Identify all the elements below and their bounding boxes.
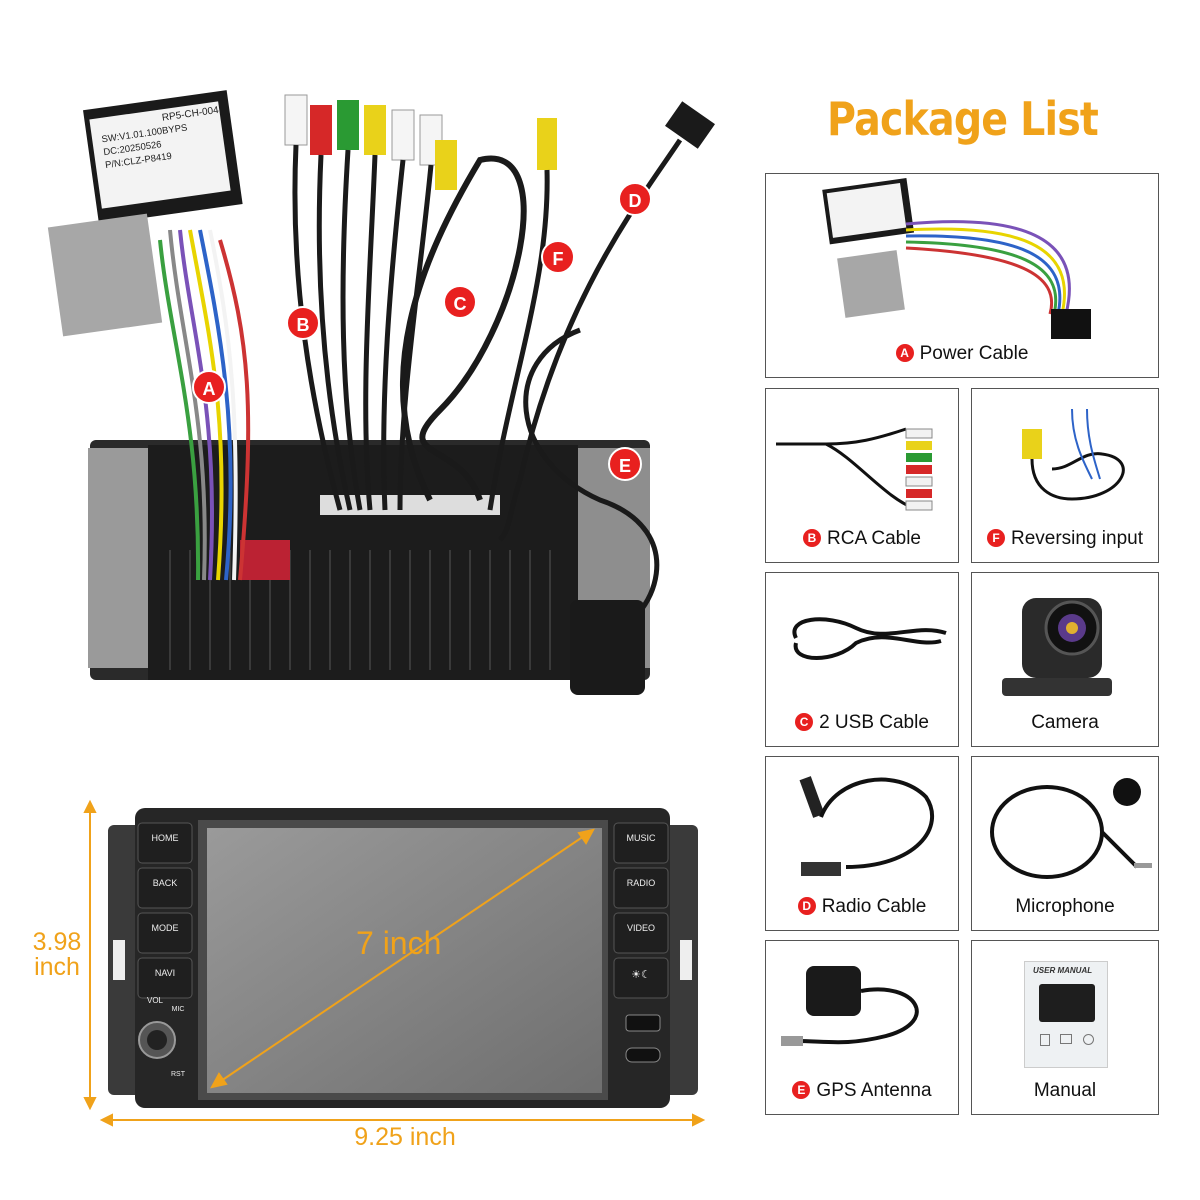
- callout-b: B: [286, 306, 320, 340]
- reversing-input-label: Reversing input: [1010, 528, 1144, 549]
- navi-key[interactable]: NAVI: [154, 968, 176, 978]
- width-label: 9.25 inch: [354, 1123, 456, 1151]
- gps-antenna-label: GPS Antenna: [816, 1080, 932, 1101]
- power-cable-label: Power Cable: [919, 343, 1029, 364]
- gps-antenna-badge: E: [792, 1081, 811, 1099]
- reversing-input-badge: F: [986, 529, 1005, 547]
- radio-cable-caption: D Radio Cable: [766, 896, 958, 918]
- manual-wheel-icon: [1082, 1034, 1094, 1045]
- gps-antenna-image: [781, 966, 919, 1046]
- radio-key[interactable]: RADIO: [626, 878, 656, 888]
- camera-image: [1002, 598, 1112, 696]
- mode-key[interactable]: MODE: [151, 923, 179, 933]
- callout-d: D: [618, 182, 652, 216]
- wiring-illustration: [47, 90, 715, 695]
- camera-caption: Camera: [1031, 712, 1099, 733]
- callout-a: A: [192, 370, 226, 404]
- screen-size-label: 7 inch: [356, 925, 442, 961]
- item-microphone: Microphone: [971, 756, 1159, 931]
- microphone-image: [990, 778, 1152, 879]
- callout-e: E: [608, 447, 642, 481]
- usb-cable-caption: C 2 USB Cable: [766, 712, 958, 734]
- item-usb-cable: C 2 USB Cable: [765, 572, 959, 747]
- rca-cable-label: RCA Cable: [827, 528, 921, 549]
- manual-cover: USER MANUAL: [1024, 961, 1108, 1068]
- manual-phone-icon: [1040, 1034, 1051, 1046]
- power-cable-badge: A: [895, 344, 914, 362]
- rca-cable-badge: B: [803, 529, 821, 547]
- music-key[interactable]: MUSIC: [626, 833, 656, 843]
- reversing-input-caption: F Reversing input: [972, 528, 1158, 550]
- head-unit-illustration: [83, 799, 706, 1127]
- home-key[interactable]: HOME: [151, 833, 179, 843]
- head-unit-diagram: HOME BACK MODE NAVI MUSIC RADIO VIDEO ☀☾…: [0, 790, 740, 1170]
- rst-label: RST: [171, 1071, 185, 1078]
- video-key[interactable]: VIDEO: [626, 923, 655, 933]
- package-list-title: Package List: [827, 92, 1099, 146]
- item-manual: USER MANUAL Manual: [971, 940, 1159, 1115]
- height-label: 3.98 inch: [22, 930, 92, 980]
- back-key[interactable]: BACK: [152, 878, 178, 888]
- vol-label: VOL: [146, 996, 163, 1005]
- reversing-input-image: [1022, 408, 1125, 501]
- rca-cable-image: [776, 427, 933, 511]
- microphone-caption: Microphone: [1015, 896, 1115, 917]
- item-power-cable: A Power Cable: [765, 173, 1159, 378]
- item-rca-cable: B RCA Cable: [765, 388, 959, 563]
- radio-cable-label: Radio Cable: [821, 896, 927, 917]
- item-camera: Camera: [971, 572, 1159, 747]
- item-radio-cable: D Radio Cable: [765, 756, 959, 931]
- usb-cable-label: 2 USB Cable: [819, 712, 929, 733]
- callout-c: C: [443, 285, 477, 319]
- power-cable-image: [822, 178, 1091, 339]
- mic-label: MIC: [171, 1006, 185, 1013]
- usb-cable-image: [792, 617, 947, 660]
- rca-cable-caption: B RCA Cable: [766, 528, 958, 550]
- brightness-key[interactable]: ☀☾: [631, 969, 651, 981]
- manual-car-icon: [1060, 1034, 1073, 1044]
- item-gps-antenna: E GPS Antenna: [765, 940, 959, 1115]
- wiring-photo: RP5-CH-004 SW:V1.01.100BYPS DC:20250526 …: [40, 80, 740, 720]
- item-reversing-input: F Reversing input: [971, 388, 1159, 563]
- manual-caption: Manual: [1033, 1080, 1097, 1101]
- manual-screen-icon: [1039, 984, 1095, 1022]
- manual-cover-title: USER MANUAL: [1033, 966, 1093, 975]
- manual-icons-row: [1035, 1034, 1099, 1046]
- gps-antenna-caption: E GPS Antenna: [766, 1080, 958, 1102]
- radio-cable-image: [799, 776, 934, 876]
- callout-f: F: [541, 240, 575, 274]
- power-cable-caption: A Power Cable: [766, 343, 1158, 365]
- usb-cable-badge: C: [795, 713, 814, 731]
- radio-cable-badge: D: [797, 897, 816, 915]
- height-value: 3.98 inch: [32, 928, 82, 981]
